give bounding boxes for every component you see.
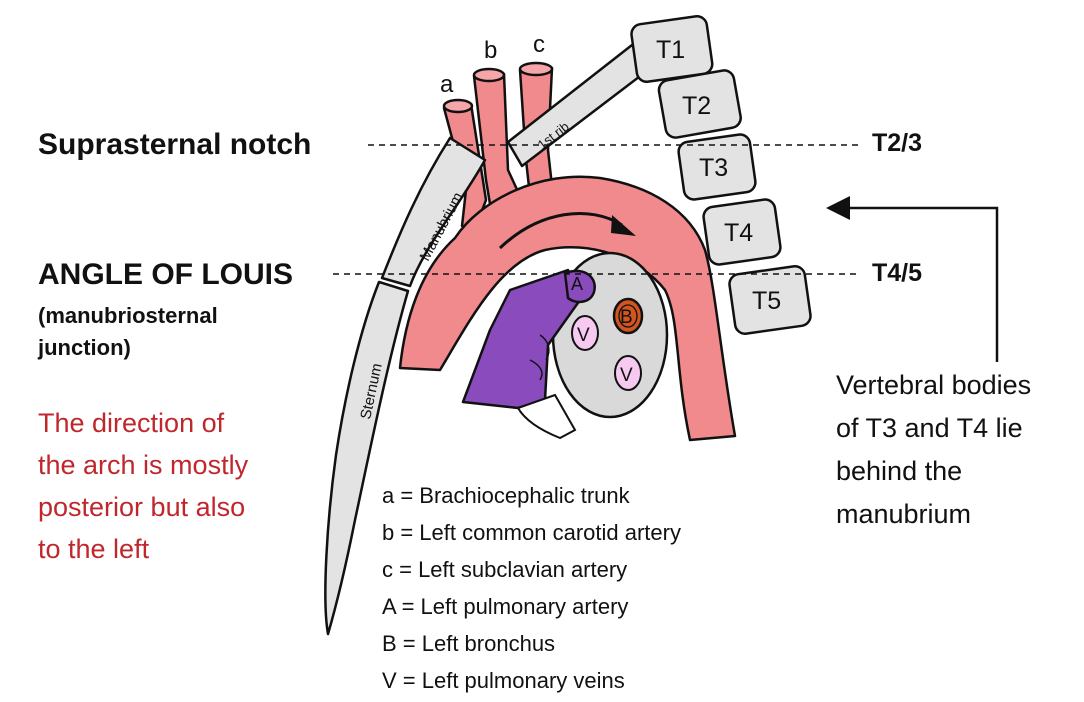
suprasternal-level-label: T2/3 (872, 129, 922, 157)
vessel-letter-a: a (440, 71, 454, 98)
vessel-letter-c: c (533, 31, 545, 58)
vertebral-note-line-3: behind the (836, 456, 962, 486)
legend-item-B: B = Left bronchus (382, 631, 555, 656)
vein-letter-lower: V (620, 365, 633, 386)
vertebral-note-line-4: manubrium (836, 499, 971, 529)
vertebral-note-line-2: of T3 and T4 lie (836, 413, 1023, 443)
left-common-carotid-opening (474, 69, 504, 81)
vertebra-t4-label: T4 (724, 219, 753, 247)
vertebra-t1-label: T1 (656, 36, 685, 64)
angle-subtitle-line-2: junction) (37, 335, 131, 360)
suprasternal-notch-label: Suprasternal notch (38, 128, 311, 161)
legend-item-A: A = Left pulmonary artery (382, 594, 628, 619)
legend-item-V: V = Left pulmonary veins (382, 668, 625, 693)
arch-direction-note-line-3: posterior but also (38, 492, 245, 522)
arch-direction-note-line-4: to the left (38, 534, 150, 564)
pulmonary-artery-letter: A (571, 274, 583, 294)
bronchus-letter: B (620, 307, 633, 328)
brachiocephalic-trunk-opening (444, 100, 472, 112)
left-subclavian-opening (520, 63, 552, 75)
legend-item-b: b = Left common carotid artery (382, 520, 681, 545)
vertebra-t2-label: T2 (682, 92, 711, 120)
angle-subtitle-line-1: (manubriosternal (38, 303, 218, 328)
legend-item-a: a = Brachiocephalic trunk (382, 483, 631, 508)
vertebra-t5-label: T5 (752, 287, 781, 315)
vein-letter-upper: V (577, 325, 590, 346)
arch-direction-note-line-2: the arch is mostly (38, 450, 249, 480)
vertebra-t3-label: T3 (699, 154, 728, 182)
legend: a = Brachiocephalic trunk b = Left commo… (382, 483, 681, 693)
angle-of-louis-label: ANGLE OF LOUIS (38, 258, 293, 291)
vessel-letter-b: b (484, 37, 497, 64)
angle-level-label: T4/5 (872, 259, 922, 287)
vertebral-note-line-1: Vertebral bodies (836, 370, 1031, 400)
arch-direction-note-line-1: The direction of (38, 408, 225, 438)
legend-item-c: c = Left subclavian artery (382, 557, 627, 582)
